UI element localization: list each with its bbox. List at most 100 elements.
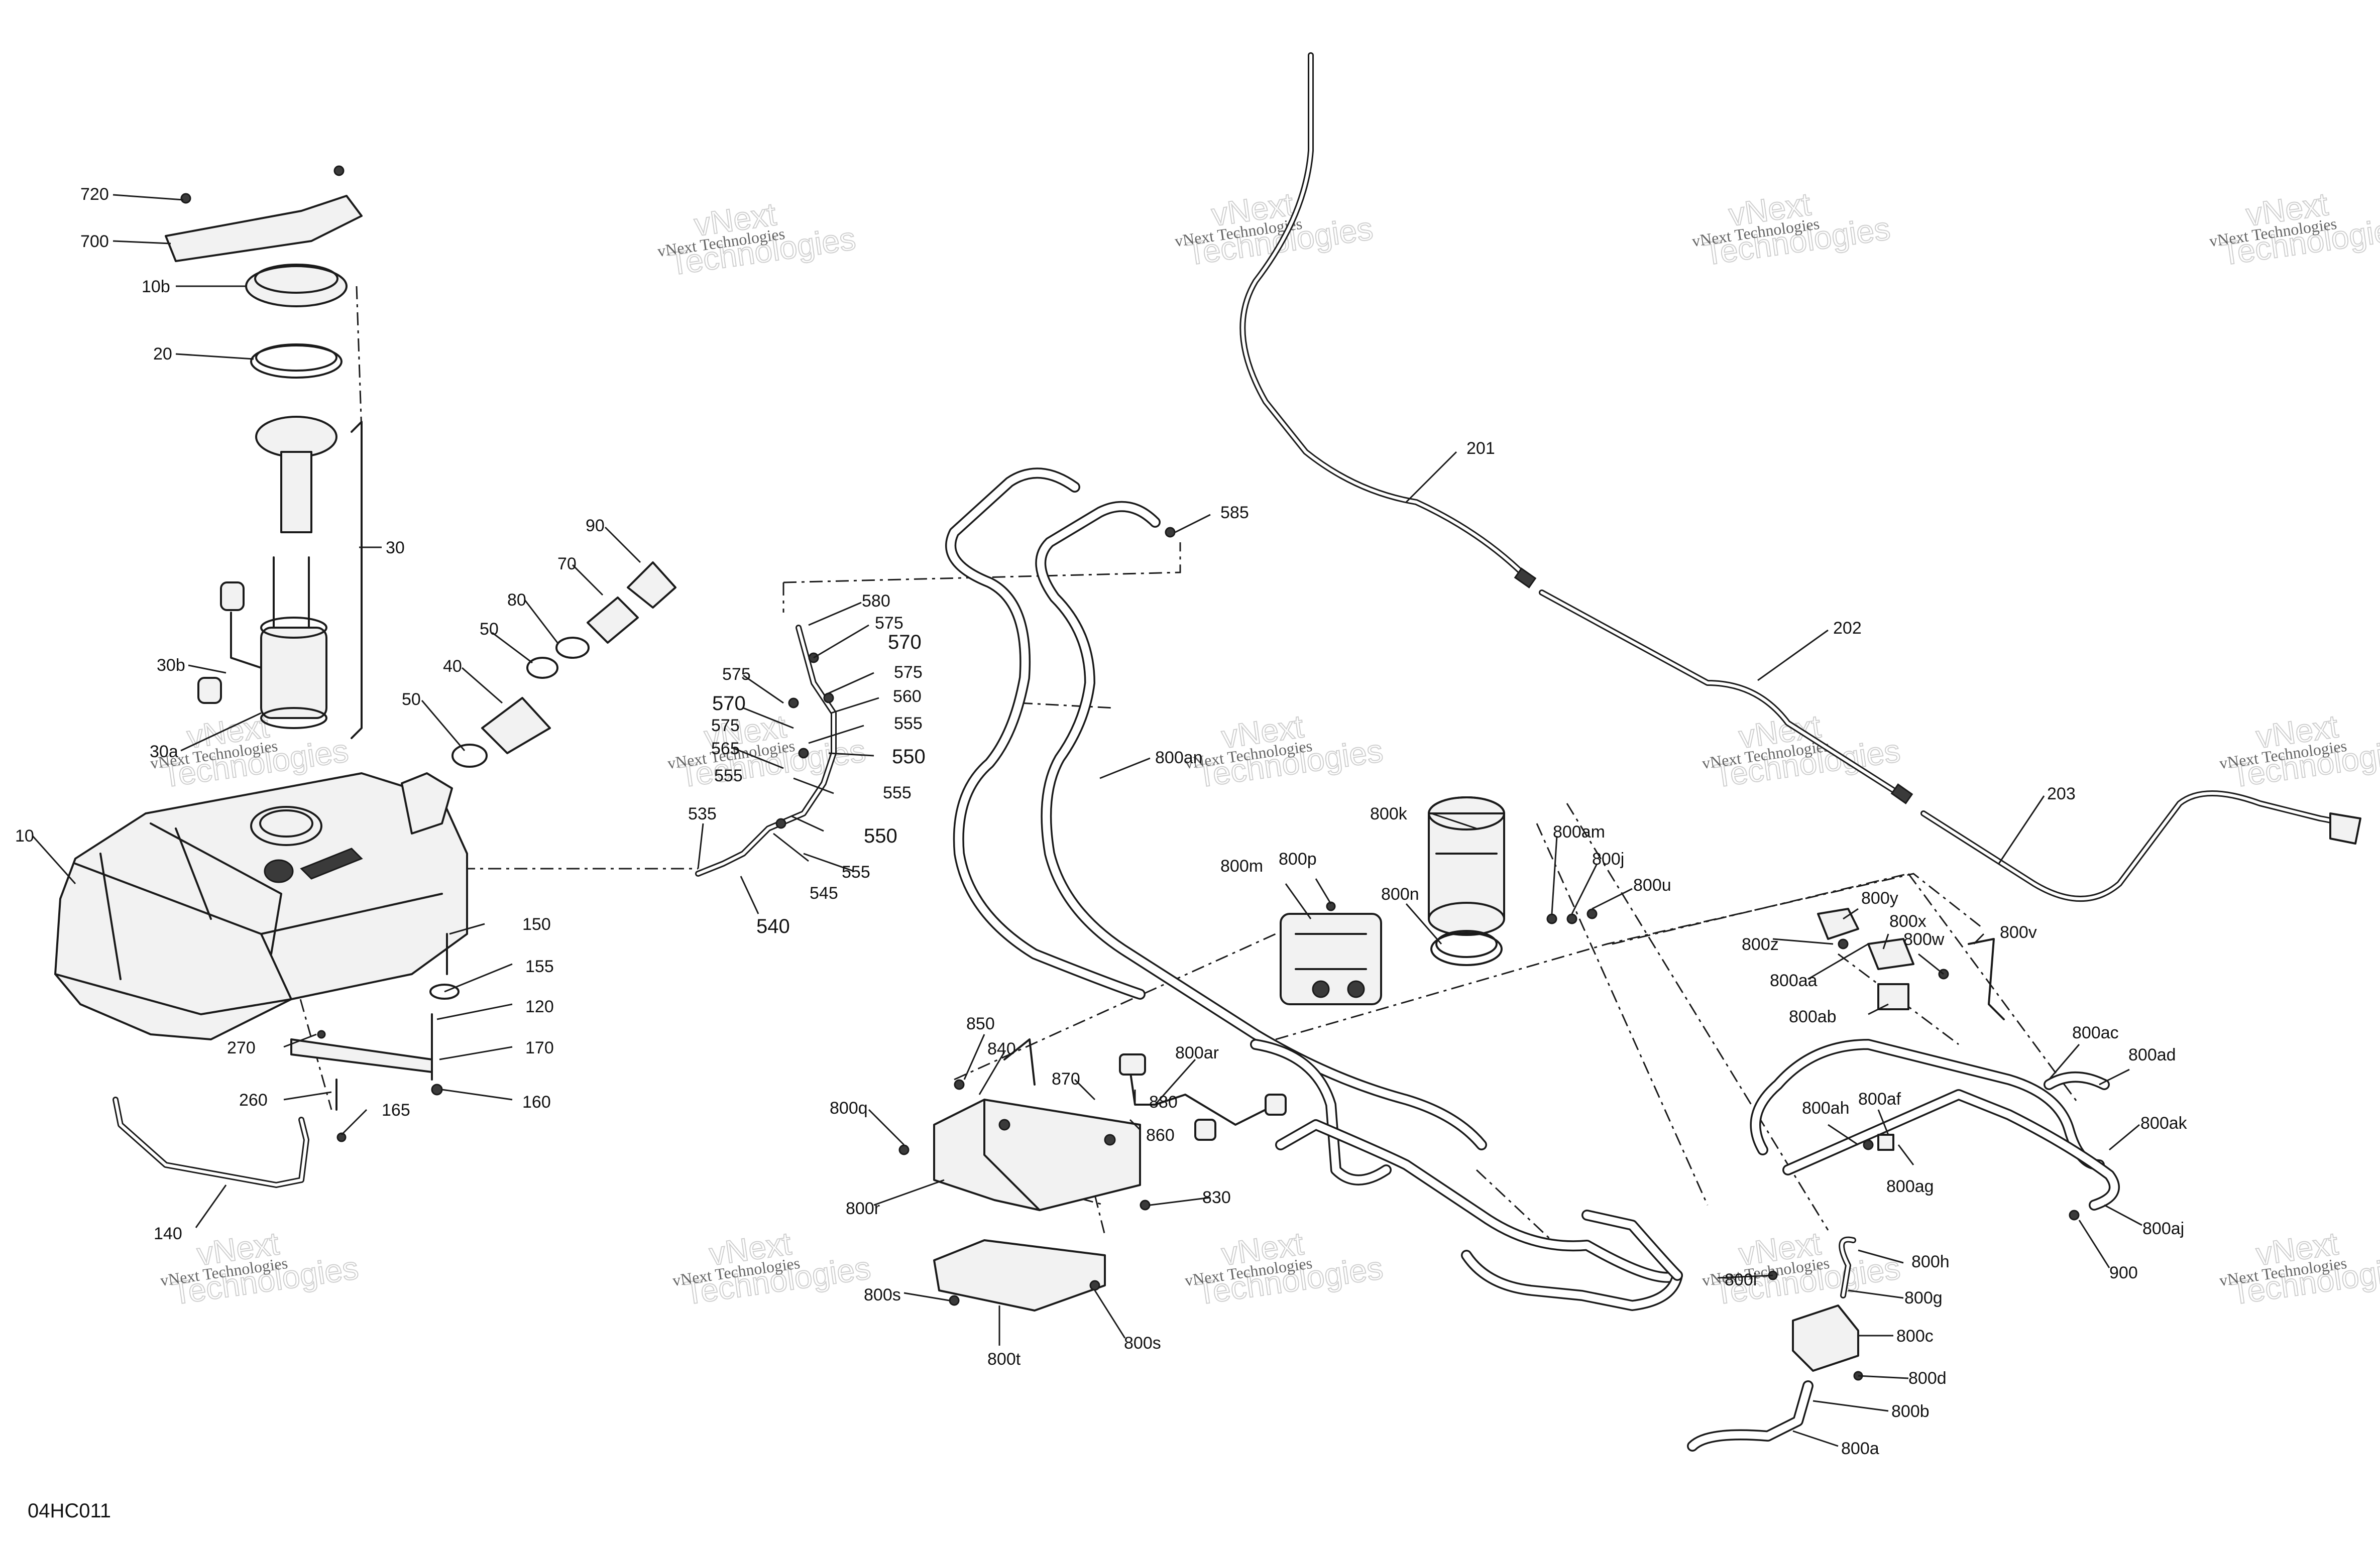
- callout-560: 560: [893, 687, 922, 706]
- callout-10b: 10b: [142, 277, 170, 296]
- callout-800am: 800am: [1553, 822, 1605, 842]
- callout-40: 40: [443, 657, 462, 676]
- callout-800ag: 800ag: [1886, 1177, 1934, 1196]
- filler-parts: [451, 561, 676, 768]
- callout-170: 170: [525, 1038, 554, 1057]
- strainer: [197, 677, 222, 704]
- callout-120: 120: [525, 997, 554, 1016]
- callout-800z: 800z: [1742, 935, 1779, 954]
- callout-585: 585: [1220, 503, 1249, 522]
- filler-hose: [481, 697, 551, 754]
- watermark: vNext Technologies vNext Technologies: [666, 707, 868, 795]
- callout-800af: 800af: [1858, 1090, 1901, 1109]
- callout-860: 860: [1146, 1126, 1175, 1145]
- leader-lines: [32, 194, 2142, 1447]
- callout-50-upper: 50: [480, 620, 499, 639]
- callout-70: 70: [557, 554, 577, 573]
- callout-840: 840: [987, 1039, 1016, 1058]
- callout-800ah: 800ah: [1802, 1099, 1850, 1118]
- callout-850: 850: [966, 1014, 995, 1033]
- filler-neck: [587, 597, 639, 644]
- callout-140: 140: [154, 1224, 182, 1243]
- callout-800x: 800x: [1889, 912, 1926, 931]
- callout-800h: 800h: [1911, 1252, 1950, 1271]
- fuel-line-fittings: [695, 527, 1176, 877]
- callout-555: 555: [714, 766, 743, 785]
- callout-800v: 800v: [2000, 923, 2037, 942]
- callout-550: 550: [892, 746, 926, 768]
- callout-575: 575: [894, 663, 923, 682]
- watermark: vNext Technologies vNext Technologies: [1184, 1225, 1386, 1312]
- evap-canister: [1428, 796, 1598, 966]
- callout-720: 720: [80, 185, 109, 204]
- callout-800k: 800k: [1370, 804, 1408, 823]
- callout-700: 700: [80, 232, 109, 251]
- assembly-lines: [285, 286, 2080, 1246]
- callout-565: 565: [711, 739, 740, 758]
- callout-830: 830: [1202, 1188, 1231, 1207]
- callout-900: 900: [2109, 1263, 2138, 1282]
- callout-535: 535: [688, 804, 717, 823]
- callout-800i: 800i: [1725, 1270, 1757, 1289]
- callout-800g: 800g: [1904, 1288, 1943, 1308]
- callout-201: 201: [1466, 439, 1495, 458]
- watermark: vNext Technologies vNext Technologies: [1701, 707, 1903, 795]
- callout-580: 580: [862, 591, 890, 611]
- callout-880: 880: [1149, 1093, 1178, 1112]
- watermark: vNext Technologies vNext Technologies: [2218, 1225, 2380, 1312]
- callout-10: 10: [15, 826, 34, 846]
- pump-cover: [165, 195, 363, 262]
- callout-203: 203: [2047, 784, 2076, 803]
- callout-90: 90: [586, 516, 605, 535]
- callout-20: 20: [153, 344, 172, 364]
- callout-800r: 800r: [846, 1199, 880, 1218]
- callout-540: 540: [756, 915, 790, 937]
- callout-800w: 800w: [1903, 930, 1945, 949]
- fuel-cap: [627, 561, 676, 609]
- callout-800ab: 800ab: [1789, 1007, 1837, 1026]
- pump-body: [260, 627, 327, 719]
- fuel-supply-lines: [1239, 52, 2361, 902]
- watermark-layer: vNext Technologies vNext Technologies vN…: [149, 185, 2380, 1312]
- callout-260: 260: [239, 1091, 268, 1110]
- callout-800ak: 800ak: [2140, 1114, 2188, 1133]
- callout-800y: 800y: [1861, 889, 1898, 908]
- watermark: vNext Technologies vNext Technologies: [159, 1225, 361, 1312]
- callout-800s: 800s: [1124, 1334, 1161, 1353]
- callout-575: 575: [722, 665, 751, 684]
- callout-555: 555: [842, 863, 870, 882]
- fuel-pump-assembly: [165, 165, 363, 739]
- callout-550: 550: [864, 825, 897, 847]
- callout-270: 270: [227, 1038, 256, 1057]
- watermark: vNext Technologies vNext Technologies: [1184, 707, 1386, 795]
- fuel-tank: [54, 772, 468, 1040]
- callout-800c: 800c: [1896, 1327, 1934, 1346]
- callout-570: 570: [712, 692, 746, 715]
- callout-800m: 800m: [1220, 857, 1263, 876]
- callout-30b: 30b: [157, 656, 185, 675]
- callout-50-lower: 50: [402, 690, 421, 709]
- watermark: vNext Technologies vNext Technologies: [2218, 707, 2380, 795]
- sensor-800ar: [1119, 1053, 1287, 1141]
- bracket-800r: [898, 1038, 1151, 1312]
- callout-800b: 800b: [1891, 1402, 1930, 1421]
- callout-800ad: 800ad: [2128, 1045, 2176, 1064]
- callout-555: 555: [894, 714, 923, 733]
- float: [220, 581, 245, 611]
- callout-800a: 800a: [1841, 1439, 1879, 1458]
- callout-800aj: 800aj: [2142, 1219, 2184, 1238]
- screw: [333, 165, 345, 176]
- callout-800an: 800an: [1155, 748, 1203, 767]
- callout-30a: 30a: [150, 742, 178, 761]
- callout-800j: 800j: [1592, 850, 1624, 869]
- watermark: vNext Technologies vNext Technologies: [656, 195, 858, 283]
- callout-155: 155: [525, 957, 554, 976]
- callout-800t: 800t: [987, 1350, 1021, 1369]
- callout-800u: 800u: [1633, 876, 1671, 895]
- callout-555: 555: [883, 783, 912, 802]
- watermark: vNext Technologies vNext Technologies: [1691, 185, 1893, 273]
- screw: [180, 193, 191, 204]
- callout-545: 545: [810, 884, 838, 903]
- callout-800p: 800p: [1279, 850, 1317, 869]
